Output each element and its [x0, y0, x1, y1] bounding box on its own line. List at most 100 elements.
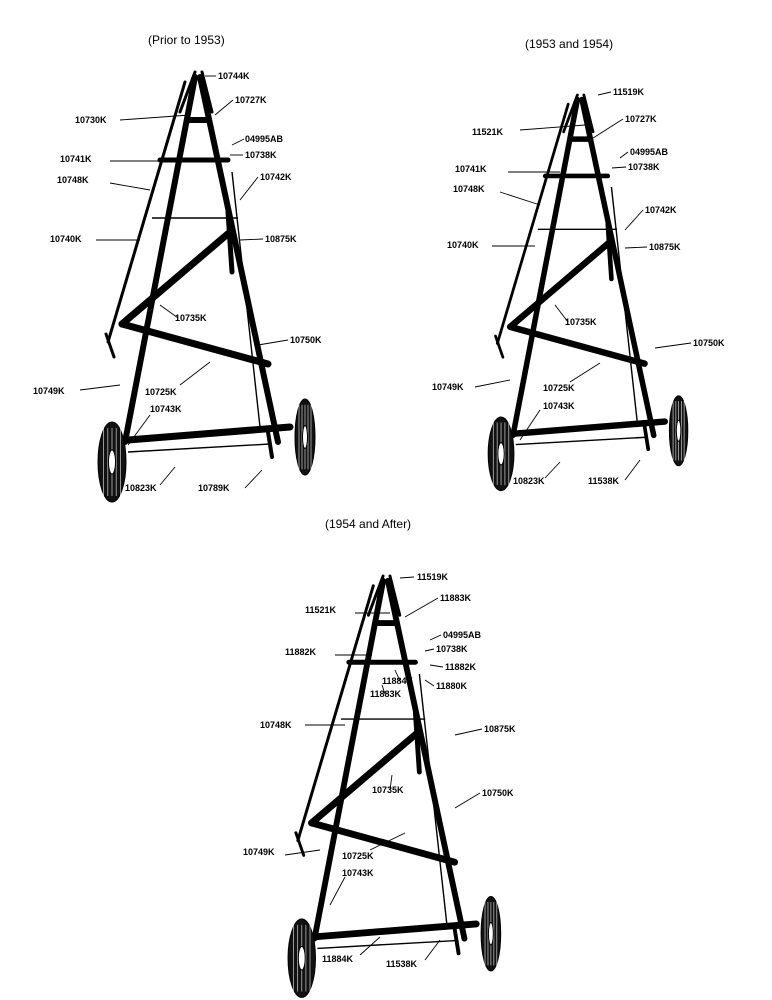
callout-9: 11880K: [424, 679, 468, 691]
leader-line: [399, 576, 415, 579]
part-number-label: 10749K: [33, 386, 65, 396]
axle: [124, 423, 294, 444]
part-number-label: 10738K: [436, 644, 468, 654]
part-number-label: 10743K: [150, 404, 182, 414]
right-side-tube: [418, 673, 448, 924]
callout-9: 10875K: [239, 234, 297, 244]
left-wheel-icon: [97, 421, 127, 503]
axle-lower: [127, 443, 271, 453]
apex-right-rail: [582, 93, 595, 134]
right-main-leg: [579, 96, 657, 439]
callout-0: 11519K: [399, 572, 449, 582]
callout-3: 04995AB: [619, 147, 669, 159]
left-wheel-icon: [287, 918, 316, 998]
part-number-label: 10750K: [693, 338, 725, 348]
leader-line: [429, 664, 444, 668]
callout-18: 11538K: [386, 939, 441, 969]
part-number-label: 10749K: [243, 847, 275, 857]
callout-7: 10742K: [239, 172, 292, 201]
part-number-label: 11519K: [417, 572, 449, 582]
right-side-tube: [231, 171, 261, 428]
leader-line: [257, 339, 289, 346]
callout-14: 10743K: [519, 401, 575, 441]
callout-16: 11538K: [588, 459, 641, 486]
callout-1: 10727K: [214, 95, 267, 116]
part-number-label: 04995AB: [630, 147, 669, 157]
part-number-label: 10742K: [645, 205, 677, 215]
left-wheel-icon: [487, 416, 515, 492]
leader-line: [611, 166, 627, 169]
callout-0: 10744K: [205, 71, 250, 81]
part-number-label: 10750K: [482, 788, 514, 798]
callout-6: 10748K: [453, 184, 541, 206]
leader-line: [624, 209, 644, 231]
callout-12: 10735K: [372, 774, 404, 795]
leader-line: [624, 246, 648, 249]
left-main-leg: [122, 74, 198, 445]
callout-5: 10738K: [230, 150, 277, 160]
leader-line: [619, 151, 629, 159]
part-number-label: 04995AB: [245, 134, 284, 144]
caption-1954-after: (1954 and After): [325, 517, 411, 531]
leader-line: [159, 466, 176, 486]
lift-cylinder: [605, 221, 614, 282]
callout-2: 10730K: [75, 114, 191, 125]
leader-line: [624, 459, 641, 481]
part-number-label: 11538K: [386, 959, 418, 969]
part-number-label: 10738K: [628, 162, 660, 172]
leader-line: [569, 362, 601, 383]
leader-line: [597, 91, 612, 96]
left-jack: [104, 332, 116, 359]
part-number-label: 10740K: [447, 240, 479, 250]
callout-10: 10748K: [260, 720, 345, 730]
leader-line: [589, 118, 624, 141]
part-number-label: 10748K: [260, 720, 292, 730]
diagonal-brace: [308, 729, 421, 827]
callout-1: 10727K: [589, 114, 657, 141]
right-wheel-icon: [480, 895, 502, 972]
callout-0: 11519K: [597, 87, 645, 97]
part-number-label: 11883K: [440, 593, 472, 603]
part-number-label: 10738K: [245, 150, 277, 160]
leader-line: [424, 939, 441, 961]
callout-13: 10725K: [145, 361, 211, 397]
part-number-label: 10740K: [50, 234, 82, 244]
leader-line: [359, 936, 381, 956]
part-number-label: 11538K: [588, 476, 620, 486]
part-number-label: 10741K: [455, 164, 487, 174]
part-number-label: 10725K: [342, 851, 374, 861]
part-number-label: 10748K: [453, 184, 485, 194]
part-number-label: 11882K: [285, 647, 317, 657]
callout-9: 10875K: [624, 242, 681, 252]
lower-brace: [507, 323, 648, 367]
callout-7: 11882K: [429, 662, 477, 672]
callout-11: 10875K: [454, 724, 516, 736]
left-outer-rail: [106, 80, 187, 344]
leader-line: [127, 414, 151, 446]
part-number-label: 11882K: [445, 662, 477, 672]
axle-bracket: [452, 926, 461, 956]
leader-line: [231, 138, 245, 146]
part-number-label: 10743K: [342, 868, 374, 878]
leader-line: [394, 669, 401, 682]
callout-12: 10749K: [33, 384, 121, 396]
callout-6: 10748K: [57, 175, 151, 191]
caption-1953-1954: (1953 and 1954): [525, 37, 613, 51]
leader-line: [454, 728, 483, 736]
callout-3: 04995AB: [429, 630, 482, 641]
leader-line: [404, 597, 439, 618]
right-wheel-icon: [668, 395, 689, 467]
part-number-label: 10750K: [290, 335, 322, 345]
callout-15: 10725K: [342, 832, 406, 861]
part-number-label: 10875K: [649, 242, 681, 252]
part-number-label: 10744K: [218, 71, 250, 81]
callout-2: 11521K: [472, 124, 586, 137]
lift-cylinder: [225, 209, 235, 275]
left-jack: [494, 334, 505, 359]
part-number-label: 10789K: [198, 483, 230, 493]
apex-right-rail: [388, 574, 402, 617]
leader-line: [389, 774, 393, 791]
callout-11: 10750K: [654, 338, 725, 349]
callout-5: 10738K: [611, 162, 660, 172]
